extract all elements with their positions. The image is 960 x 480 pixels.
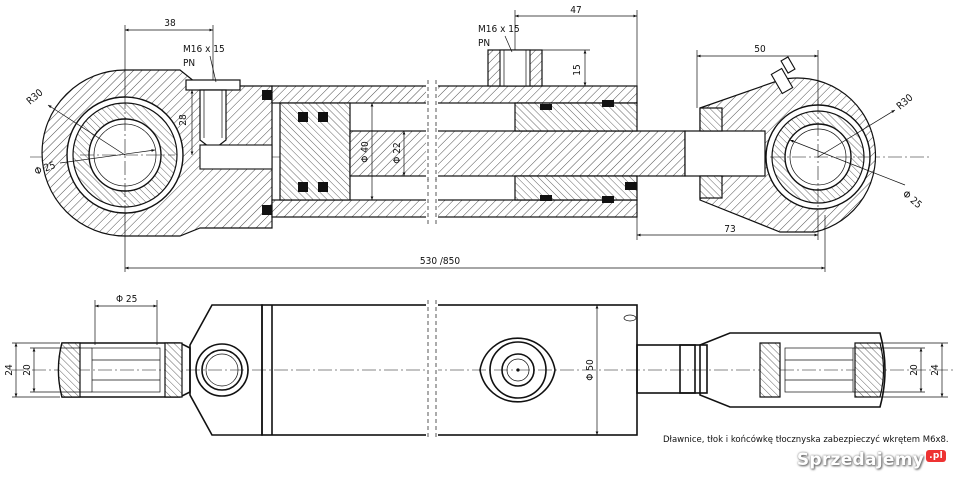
right-eye-top bbox=[699, 332, 886, 408]
dim-phi40: Φ 40 bbox=[360, 141, 371, 163]
left-port-top bbox=[195, 343, 249, 397]
rod-end-neck bbox=[684, 130, 766, 177]
piston-rod bbox=[349, 130, 686, 177]
barrel-top-wall bbox=[271, 85, 638, 104]
right-port-thread-label: M16 x 15 bbox=[478, 24, 520, 35]
dim-15: 15 bbox=[572, 64, 583, 75]
left-port-boss bbox=[185, 79, 241, 91]
dim-r30-left: R30 bbox=[25, 87, 46, 107]
right-port-top bbox=[479, 337, 556, 403]
dim-38: 38 bbox=[164, 18, 176, 29]
dim-73: 73 bbox=[724, 224, 735, 235]
dim-20-left: 20 bbox=[22, 364, 33, 376]
right-port-pn-label: PN bbox=[478, 38, 490, 49]
dim-20-right: 20 bbox=[909, 364, 920, 376]
dim-phi50: Φ 50 bbox=[585, 359, 596, 381]
dim-50: 50 bbox=[754, 44, 766, 55]
dim-phi22: Φ 22 bbox=[392, 142, 403, 163]
sprzedajemy-logo: Sprzedajemy.pl bbox=[797, 450, 946, 470]
dim-24-left: 24 bbox=[4, 364, 15, 376]
left-port-thread-label: M16 x 15 bbox=[183, 44, 225, 55]
dim-phi25-bottom: Φ 25 bbox=[116, 294, 137, 305]
watermark-text: Sprzedajemy bbox=[796, 450, 925, 470]
dim-phi25-right: Φ 25 bbox=[900, 189, 923, 211]
dim-47: 47 bbox=[570, 5, 581, 16]
barrel-bottom-wall bbox=[271, 199, 638, 218]
dim-28: 28 bbox=[178, 114, 189, 126]
dim-24-right: 24 bbox=[930, 364, 941, 376]
grease-nipple-icon bbox=[770, 56, 796, 95]
dim-r30-right: R30 bbox=[895, 92, 916, 112]
top-view: Φ 25 24 20 Φ 50 bbox=[4, 294, 955, 440]
rod-top-view bbox=[636, 344, 708, 394]
piston bbox=[279, 102, 351, 201]
section-view: 38 M16 x 15 PN 28 R30 Φ 25 Φ 40 Φ 22 M16… bbox=[25, 5, 930, 272]
watermark-tld: .pl bbox=[926, 450, 946, 462]
gland bbox=[514, 102, 638, 132]
dim-total-length: 530 /850 bbox=[420, 256, 461, 267]
left-port-pn-label: PN bbox=[183, 58, 195, 69]
assembly-note: Dławnice, tłok i końcówkę tłocznyska zab… bbox=[663, 434, 949, 445]
